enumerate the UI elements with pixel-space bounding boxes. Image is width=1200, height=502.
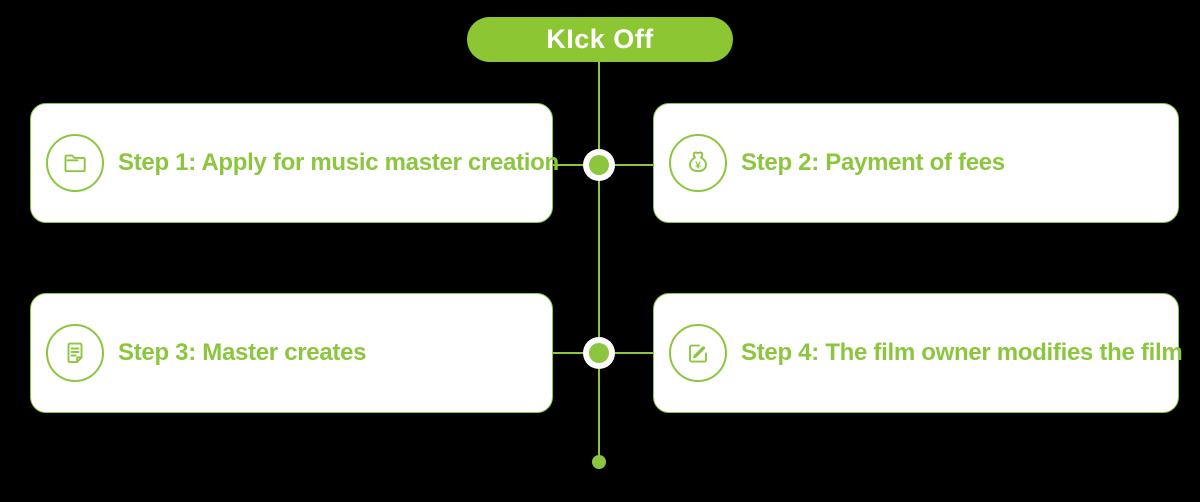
timeline-node-1-dot bbox=[589, 155, 609, 175]
step-3-label: Step 3: Master creates bbox=[118, 339, 367, 366]
money-bag-icon: ¥ bbox=[669, 134, 727, 192]
step-1-label: Step 1: Apply for music master creation bbox=[118, 149, 559, 176]
step-card-1: Step 1: Apply for music master creation bbox=[30, 103, 559, 223]
edit-icon bbox=[669, 324, 727, 382]
step-2-label: Step 2: Payment of fees bbox=[741, 149, 1005, 176]
step-card-2: ¥ Step 2: Payment of fees bbox=[653, 103, 1179, 223]
folder-icon bbox=[46, 134, 104, 192]
timeline-node-2-dot bbox=[589, 343, 609, 363]
step-4-label: Step 4: The film owner modifies the film bbox=[741, 339, 1183, 366]
timeline-end-dot bbox=[592, 455, 606, 469]
timeline-node-1 bbox=[583, 149, 615, 181]
kickoff-node: KIck Off bbox=[467, 17, 733, 62]
yen-symbol: ¥ bbox=[695, 159, 701, 171]
document-icon bbox=[46, 324, 104, 382]
timeline-node-2 bbox=[583, 337, 615, 369]
kickoff-label: KIck Off bbox=[546, 24, 654, 54]
step-card-3: Step 3: Master creates bbox=[30, 293, 553, 413]
timeline-vertical-line bbox=[598, 62, 600, 462]
step-card-4: Step 4: The film owner modifies the film bbox=[653, 293, 1183, 413]
